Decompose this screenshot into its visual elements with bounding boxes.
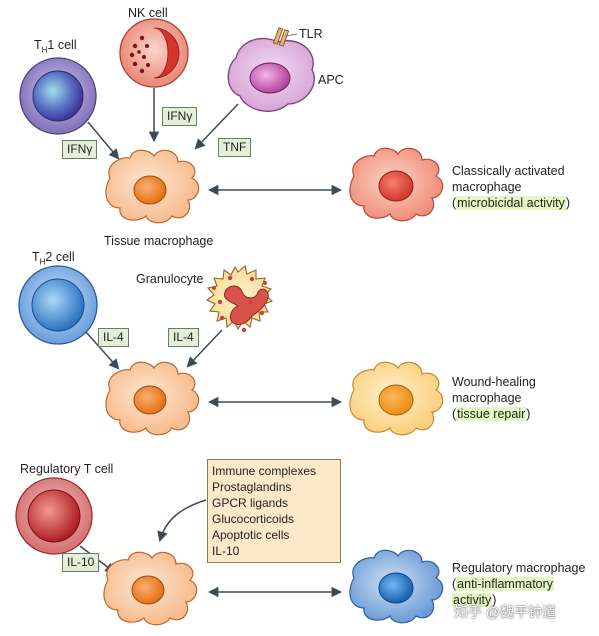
apc-cell <box>227 27 315 112</box>
tlr-receptor <box>272 27 284 45</box>
granulocyte-granules <box>212 275 267 333</box>
tissue-macrophage-label: Tissue macrophage <box>104 234 214 248</box>
nk-cell-label: NK cell <box>128 6 168 20</box>
wound-healing-description: Wound-healing macrophage (tissue repair) <box>452 375 536 421</box>
nk-granules <box>129 35 150 74</box>
regulatory-macrophage <box>349 549 444 624</box>
granulocyte-cell <box>205 265 274 333</box>
th2-cell <box>18 265 98 345</box>
ifng-tag-nk: IFNγ <box>162 107 198 126</box>
arrow-stimuli-to-macrophage <box>157 499 207 543</box>
wound-healing-macrophage <box>349 361 444 436</box>
th2-cell-label: TH2 cell <box>32 250 75 267</box>
th1-cell <box>19 57 97 135</box>
tnf-tag: TNF <box>218 138 252 157</box>
granulocyte-label: Granulocyte <box>136 272 204 286</box>
regulatory-t-cell-label: Regulatory T cell <box>20 462 114 476</box>
th1-cell-label: TH1 cell <box>34 38 77 55</box>
stimulus-item: IL-10 <box>212 544 240 558</box>
ifng-tag-th1: IFNγ <box>62 140 98 159</box>
stimulus-item: GPCR ligands <box>212 496 289 510</box>
apc-label: APC <box>318 73 344 87</box>
arrow-th1-to-macrophage <box>87 121 120 160</box>
tissue-macrophage-2 <box>105 361 200 436</box>
tlr-label: TLR <box>299 27 323 41</box>
il10-tag: IL-10 <box>62 553 100 572</box>
watermark: 知乎 @魏平钟道 <box>454 604 557 620</box>
stimulus-item: Prostaglandins <box>212 480 292 494</box>
stimuli-box: Immune complexes Prostaglandins GPCR lig… <box>207 459 341 563</box>
classically-activated-macrophage <box>349 147 444 222</box>
tissue-macrophage-3 <box>103 551 198 626</box>
regulatory-t-cell <box>15 477 93 555</box>
arrow-granulocyte-to-macrophage <box>186 329 223 368</box>
il4-tag-granulocyte: IL-4 <box>168 328 199 347</box>
stimulus-item: Immune complexes <box>212 464 317 478</box>
tissue-macrophage-1 <box>105 149 200 224</box>
arrow-th2-to-macrophage <box>85 331 120 370</box>
classically-activated-description: Classically activated macrophage (microb… <box>452 164 571 210</box>
arrow-apc-to-macrophage <box>194 103 239 150</box>
regulatory-description: Regulatory macrophage (anti-inflammatory… <box>452 561 586 607</box>
stimulus-item: Apoptotic cells <box>212 528 290 542</box>
stimulus-item: Glucocorticoids <box>212 512 295 526</box>
il4-tag-th2: IL-4 <box>98 328 129 347</box>
nk-cell <box>119 18 189 88</box>
